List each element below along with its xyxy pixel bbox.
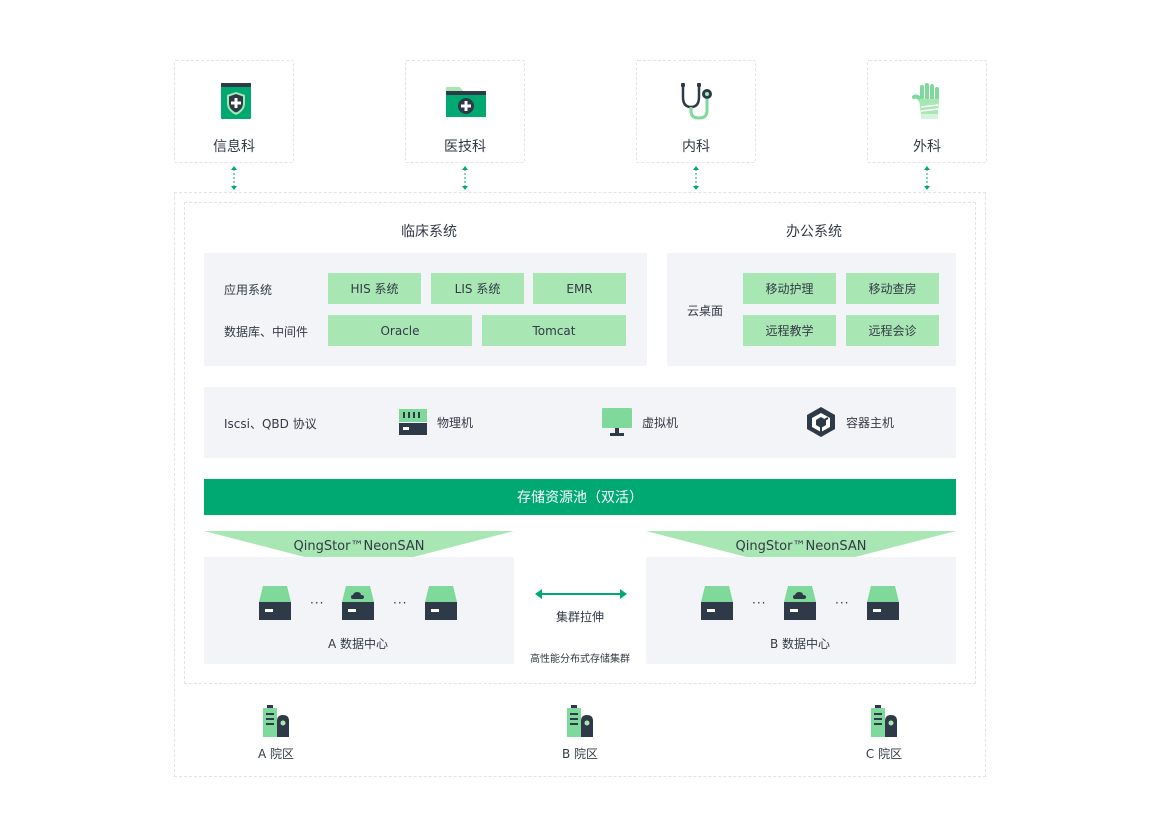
his-box: HIS 系统 (328, 273, 421, 304)
hospital-building-icon (567, 705, 593, 737)
db-middleware-label: 数据库、中间件 (224, 325, 309, 339)
container-cube-icon (807, 407, 835, 437)
dept-card-internal: 内科 (636, 60, 756, 163)
connector-arrow-icon (924, 166, 930, 190)
physical-machine-label: 物理机 (437, 415, 474, 430)
ellipsis: ··· (835, 596, 850, 610)
hospital-frame (174, 192, 986, 777)
cloud-desktop-label: 云桌面 (687, 304, 724, 318)
datacenter-a-label: A 数据中心 (327, 637, 389, 651)
connector-arrow-icon (231, 166, 237, 190)
bidirectional-arrow-icon (535, 589, 627, 599)
oracle-box: Oracle (328, 315, 472, 346)
campus-label: B 院区 (561, 747, 599, 761)
funnel-shape-b (646, 531, 956, 571)
virtual-machine: 虚拟机 (602, 408, 678, 436)
cluster-stretch-label: 集群拉伸 (555, 610, 604, 624)
app-system-label: 应用系统 (224, 283, 273, 297)
neonsan-label-a: QingStor™NeonSAN (293, 539, 425, 554)
tomcat-box: Tomcat (482, 315, 626, 346)
dept-card-info: 信息科 (174, 60, 294, 163)
remote-consult-box: 远程会诊 (846, 315, 939, 346)
remote-teaching-box: 远程教学 (743, 315, 836, 346)
shield-folder-icon (221, 83, 251, 119)
container-host-label: 容器主机 (846, 415, 895, 430)
storage-server-icon (425, 586, 457, 620)
clinical-title: 临床系统 (401, 224, 457, 240)
medical-folder-icon (446, 87, 486, 117)
monitor-icon (602, 408, 632, 436)
campus-c: C 院区 (844, 705, 924, 762)
hospital-building-icon (263, 705, 289, 737)
dept-label: 外科 (913, 139, 941, 155)
clinical-panel (204, 253, 647, 366)
dept-card-medtech: 医技科 (405, 60, 525, 163)
physical-machine: 物理机 (399, 408, 473, 436)
storage-server-icon (701, 586, 733, 620)
campus-b: B 院区 (540, 705, 620, 762)
office-panel (667, 253, 956, 366)
mobile-nursing-box: 移动护理 (743, 273, 836, 304)
dept-label: 医技科 (444, 139, 486, 155)
campus-label: A 院区 (257, 747, 295, 761)
campus-a: A 院区 (236, 705, 316, 762)
dept-label: 信息科 (213, 139, 255, 155)
datacenter-b-label: B 数据中心 (769, 637, 831, 651)
office-title: 办公系统 (786, 224, 842, 240)
container-host: 容器主机 (806, 406, 894, 438)
neonsan-label-b: QingStor™NeonSAN (735, 539, 867, 554)
storage-pool-bar: 存储资源池（双活） (204, 479, 956, 515)
cloud-storage-server-icon (784, 586, 816, 620)
cloud-storage-server-icon (342, 586, 374, 620)
campus-label: C 院区 (865, 747, 903, 761)
storage-server-icon (867, 586, 899, 620)
connector-arrow-icon (462, 166, 468, 190)
lis-box: LIS 系统 (431, 273, 524, 304)
funnel-shape-a (204, 531, 514, 571)
hospital-building-icon (871, 705, 897, 737)
virtual-machine-label: 虚拟机 (642, 415, 679, 430)
ellipsis: ··· (310, 596, 325, 610)
ellipsis: ··· (752, 596, 767, 610)
storage-server-icon (259, 586, 291, 620)
ellipsis: ··· (393, 596, 408, 610)
protocol-label: Iscsi、QBD 协议 (224, 417, 317, 431)
stethoscope-icon (681, 83, 712, 120)
connector-arrow-icon (693, 166, 699, 190)
emr-box: EMR (533, 273, 626, 304)
system-frame (184, 202, 976, 684)
distributed-cluster-label: 高性能分布式存储集群 (530, 654, 630, 665)
surgical-glove-icon (912, 83, 939, 119)
mobile-rounds-box: 移动查房 (846, 273, 939, 304)
dept-label: 内科 (682, 139, 710, 155)
dept-card-surgery: 外科 (867, 60, 987, 163)
physical-server-icon (399, 409, 427, 435)
